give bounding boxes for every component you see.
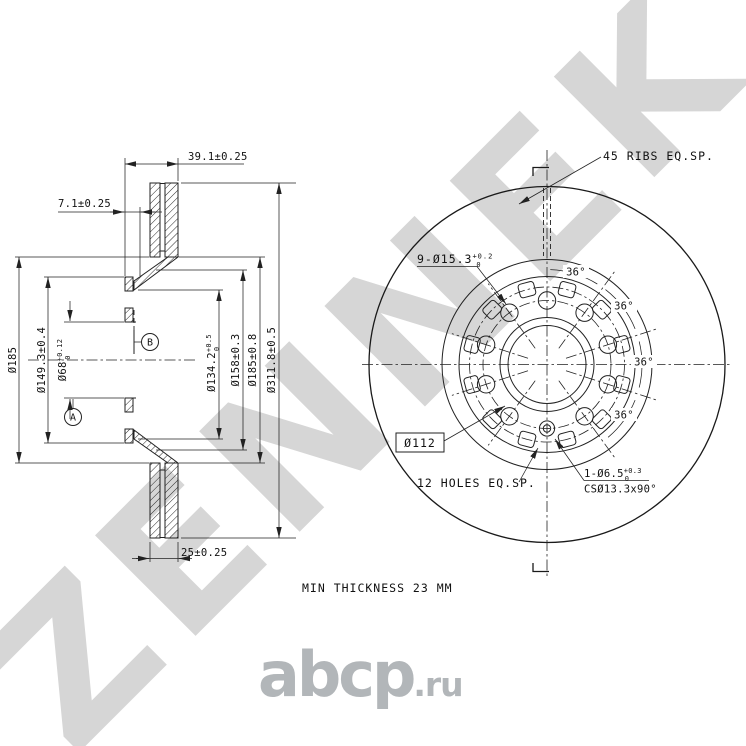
drain-slots xyxy=(463,280,631,449)
section-mark-top xyxy=(532,166,549,176)
hub-pilot-circle xyxy=(499,317,595,412)
ribs-leader xyxy=(518,156,602,205)
inboard-plate-top xyxy=(164,182,179,258)
flange-segment xyxy=(124,428,134,444)
countersink-outer xyxy=(538,420,556,437)
stud-hole xyxy=(575,303,594,322)
dim-d185-left: Ø185 xyxy=(7,347,19,374)
spoke-18 xyxy=(565,328,657,359)
slot xyxy=(591,299,612,320)
holes-leader xyxy=(518,447,539,483)
cs-spec-label: CSØ13.3x90° xyxy=(584,484,657,496)
datum-a-circle xyxy=(64,408,82,426)
min-thickness-note: MIN THICKNESS 23 MM xyxy=(302,581,453,595)
inboard-plate-bottom xyxy=(164,462,179,539)
stud-hole xyxy=(476,335,496,354)
label-bg xyxy=(563,265,589,278)
outboard-plate-top xyxy=(149,182,161,258)
brand-logo-tld: .ru xyxy=(413,665,463,704)
angle-label-2: 36° xyxy=(614,301,634,313)
flange-segment xyxy=(124,276,134,292)
bolt-circle-box xyxy=(395,432,445,453)
label-bg xyxy=(631,355,657,368)
dim-d134: Ø134.2+0.50 xyxy=(205,334,221,392)
holes-note: 12 HOLES EQ.SP. xyxy=(417,476,536,490)
label-bg xyxy=(611,299,637,312)
stud-hole xyxy=(537,291,557,310)
slot xyxy=(482,409,503,430)
slot xyxy=(517,280,537,299)
ribs-note: 45 RIBS EQ.SP. xyxy=(603,149,714,163)
front-view: 36° 36° 36° 36° 45 RIBS EQ.SP. 9-Ø15.3+0… xyxy=(362,149,731,579)
dim-hat-depth: 7.1±0.25 xyxy=(58,198,111,210)
datum-a-label: A xyxy=(70,413,76,424)
hat-wall-top xyxy=(133,256,180,291)
dim-d185: Ø185±0.8 xyxy=(247,334,259,387)
cs-hole-leader xyxy=(554,438,585,481)
stud-hole xyxy=(500,407,519,426)
flange-segment xyxy=(124,397,134,413)
spoke-342 xyxy=(565,370,657,401)
section-view: 39.1±0.25 7.1±0.25 25±0.25 xyxy=(7,151,296,562)
datum-b-circle xyxy=(141,333,159,351)
dim-d311: Ø311.8±0.5 xyxy=(266,327,278,393)
label-bg xyxy=(611,408,637,421)
slot xyxy=(463,335,481,354)
slot xyxy=(557,280,577,299)
spoke-234 xyxy=(487,380,536,446)
outboard-plate-bottom xyxy=(149,462,161,539)
countersink-bore xyxy=(542,424,552,433)
spoke-126 xyxy=(487,283,536,349)
spoke-54 xyxy=(558,271,615,349)
slot xyxy=(463,375,481,394)
angle-label-3: 36° xyxy=(634,357,654,369)
spoke-306 xyxy=(558,380,615,458)
hat-wall-bottom xyxy=(133,429,180,464)
spoke-162 xyxy=(451,333,529,359)
spoke-198 xyxy=(451,370,529,396)
datum-b-label: B xyxy=(147,338,153,349)
dim-d149: Ø149.3±0.4 xyxy=(36,327,48,393)
radial-centerlines xyxy=(451,271,657,458)
bolt-circle-leader xyxy=(443,405,506,442)
slot xyxy=(517,430,537,449)
stud-holes xyxy=(476,291,618,426)
bolt-circle-label: Ø112 xyxy=(404,436,436,450)
slot xyxy=(613,375,631,394)
stud-holes-leader xyxy=(476,266,507,305)
section-mark-bottom xyxy=(532,563,549,573)
center-bore-circle xyxy=(507,325,587,404)
stud-hole xyxy=(500,303,519,322)
slot xyxy=(591,409,612,430)
brand-logo: abcp.ru xyxy=(258,638,464,711)
slot xyxy=(482,299,503,320)
stud-hole xyxy=(575,407,594,426)
flange-segment xyxy=(124,307,134,323)
dim-overall-width: 39.1±0.25 xyxy=(188,151,248,163)
stud-hole xyxy=(598,335,618,354)
angle-label-4: 36° xyxy=(614,410,634,422)
angle-label-1: 36° xyxy=(566,267,586,279)
dim-disc-thickness: 25±0.25 xyxy=(181,547,227,559)
dim-d68: Ø68+0.120 xyxy=(56,339,72,381)
slot xyxy=(613,335,631,354)
stud-hole xyxy=(476,375,496,394)
stud-hole xyxy=(598,375,618,394)
brand-logo-main: abcp xyxy=(258,638,416,711)
dim-d158: Ø158±0.3 xyxy=(230,334,242,387)
